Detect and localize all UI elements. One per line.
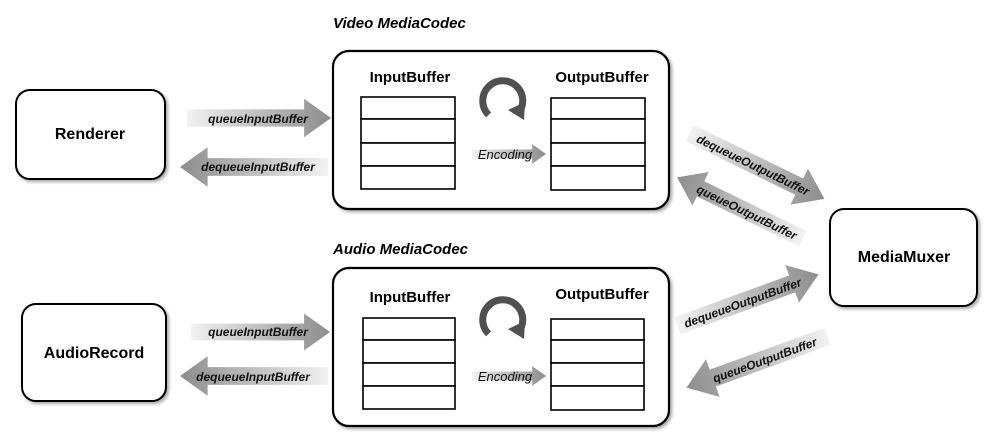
audio-queue-input-label: queueInputBuffer [208, 325, 309, 339]
media-muxer-label: MediaMuxer [858, 249, 950, 266]
video-refresh-icon [479, 77, 527, 120]
audio-queue-input-arrow: queueInputBuffer [191, 313, 330, 351]
audio-queue-output-arrow: queueOutputBuffer [679, 317, 835, 407]
video-codec-title: Video MediaCodec [333, 15, 466, 32]
video-output-buffer-label: OutputBuffer [555, 69, 648, 86]
audio-input-buffer-stack [362, 317, 456, 410]
audio-encoding-label: Encoding [478, 369, 533, 384]
video-input-buffer-stack [360, 96, 456, 190]
video-dequeue-input-label: dequeueInputBuffer [201, 160, 316, 174]
audio-codec-group: Audio MediaCodec InputBuffer OutputBuffe… [331, 241, 671, 428]
audio-output-buffer-stack [550, 318, 645, 411]
renderer-box: Renderer [15, 89, 166, 180]
audio-refresh-icon [479, 296, 527, 339]
video-encoding-label: Encoding [478, 147, 533, 162]
audio-dequeue-output-arrow: dequeueOutputBuffer [670, 255, 826, 345]
audio-dequeue-output-label: dequeueOutputBuffer [682, 275, 804, 331]
media-muxer-box: MediaMuxer [829, 208, 978, 307]
audio-queue-output-label: queueOutputBuffer [711, 334, 820, 385]
audio-input-buffer-label: InputBuffer [370, 289, 451, 306]
video-encoding-arrow: Encoding [472, 144, 546, 164]
video-output-buffer-stack [550, 97, 646, 191]
video-queue-output-label: queueOutputBuffer [694, 182, 800, 243]
audio-dequeue-input-label: dequeueInputBuffer [196, 370, 311, 384]
renderer-label: Renderer [55, 126, 125, 143]
audio-output-buffer-label: OutputBuffer [555, 286, 648, 303]
video-input-buffer-label: InputBuffer [370, 69, 451, 86]
video-queue-input-label: queueInputBuffer [208, 112, 309, 126]
video-dequeue-output-arrow: dequeueOutputBuffer [680, 115, 834, 217]
video-codec-group: Video MediaCodec InputBuffer OutputBuffe… [331, 15, 671, 211]
audio-encoding-arrow: Encoding [472, 366, 546, 386]
audio-record-box: AudioRecord [21, 303, 167, 402]
video-dequeue-input-arrow: dequeueInputBuffer [180, 147, 328, 187]
audio-dequeue-input-arrow: dequeueInputBuffer [180, 356, 328, 396]
video-queue-input-arrow: queueInputBuffer [187, 98, 331, 138]
audio-record-label: AudioRecord [44, 345, 144, 362]
audio-codec-title: Audio MediaCodec [332, 241, 469, 258]
